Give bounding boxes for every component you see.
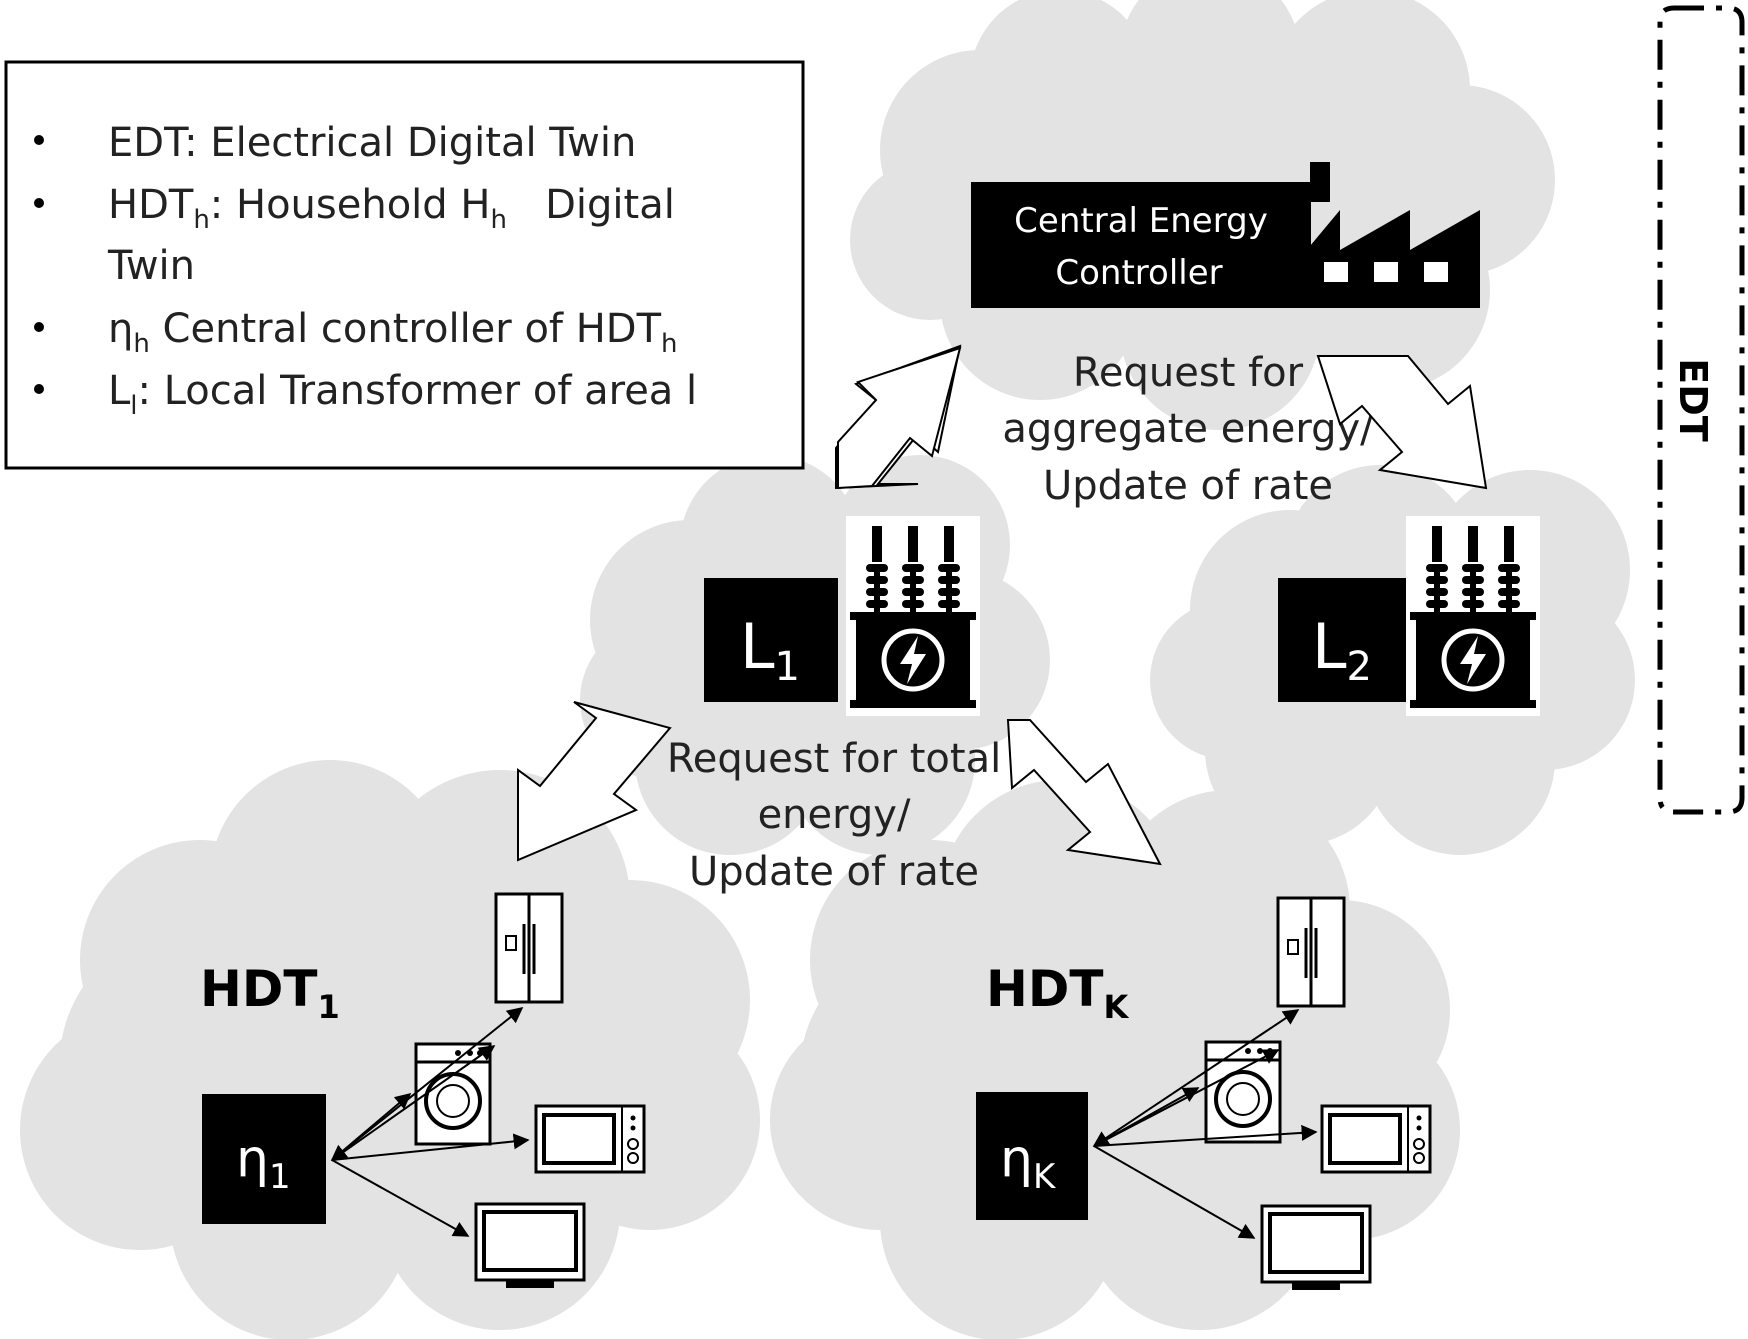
svg-text:Request for: Request for: [1073, 350, 1304, 396]
arrow-central-l1: [837, 346, 962, 490]
svg-text:Update of rate: Update of rate: [689, 849, 979, 895]
svg-text:aggregate energy/: aggregate energy/: [1002, 406, 1374, 452]
svg-text:L2: L2: [1312, 610, 1372, 690]
fridge-icon: [1276, 896, 1346, 1008]
svg-text:Ll: Local Transformer of area: Ll: Local Transformer of area l: [108, 368, 697, 421]
svg-text:Request for total: Request for total: [667, 736, 1001, 782]
transformer-l2: L2: [1278, 516, 1540, 716]
svg-text:HDTh: Household Hh Digital: HDTh: Household Hh Digital: [108, 182, 675, 235]
legend-item-eta: ηh Central controller of HDTh: [34, 306, 678, 359]
arrow-l1-hdtk: [1006, 719, 1162, 866]
household-hdtk: HDTK ηK: [976, 896, 1432, 1292]
legend-item-edt: EDT: Electrical Digital Twin: [34, 120, 636, 166]
tv-icon: [1260, 1204, 1372, 1292]
central-energy-controller: Central Energy Controller: [971, 162, 1480, 308]
transformer-icon: [1406, 516, 1540, 716]
etak-label: ηK: [1000, 1129, 1057, 1197]
fridge-icon: [494, 892, 564, 1004]
edt-boundary: EDT: [1657, 5, 1745, 815]
tv-icon: [474, 1202, 586, 1290]
edt-label: EDT: [1671, 358, 1715, 442]
svg-text:Twin: Twin: [107, 243, 195, 289]
arrow-l1-hdt1: [517, 701, 672, 862]
microwave-icon: [534, 1104, 646, 1174]
central-controller-line1: Central Energy: [1014, 201, 1268, 241]
request-aggregate-label: Request for aggregate energy/ Update of …: [1002, 350, 1374, 509]
transformer-icon: [846, 516, 980, 716]
request-total-label: Request for total energy/ Update of rate: [667, 736, 1001, 895]
washing-machine-icon: [1204, 1040, 1282, 1144]
cloud-hdt1: [20, 760, 760, 1339]
svg-text:Update of rate: Update of rate: [1043, 463, 1333, 509]
legend: EDT: Electrical Digital Twin HDTh: House…: [4, 60, 805, 470]
microwave-icon: [1320, 1104, 1432, 1174]
household-hdt1: HDT1 η1: [200, 892, 646, 1290]
svg-text:L1: L1: [740, 610, 800, 690]
legend-item-l: Ll: Local Transformer of area l: [34, 368, 697, 421]
eta1-label: η1: [236, 1129, 291, 1197]
transformer-l1: L1: [704, 516, 980, 716]
arrow-central-l2: [1316, 355, 1488, 490]
svg-text:ηh Central controller of HDTh: ηh Central controller of HDTh: [108, 306, 678, 359]
svg-text:energy/: energy/: [758, 792, 911, 838]
central-controller-line2: Controller: [1055, 253, 1222, 293]
legend-item-hdt: HDTh: Household Hh Digital Twin: [34, 182, 675, 289]
legend-text-edt: EDT: Electrical Digital Twin: [108, 120, 636, 166]
